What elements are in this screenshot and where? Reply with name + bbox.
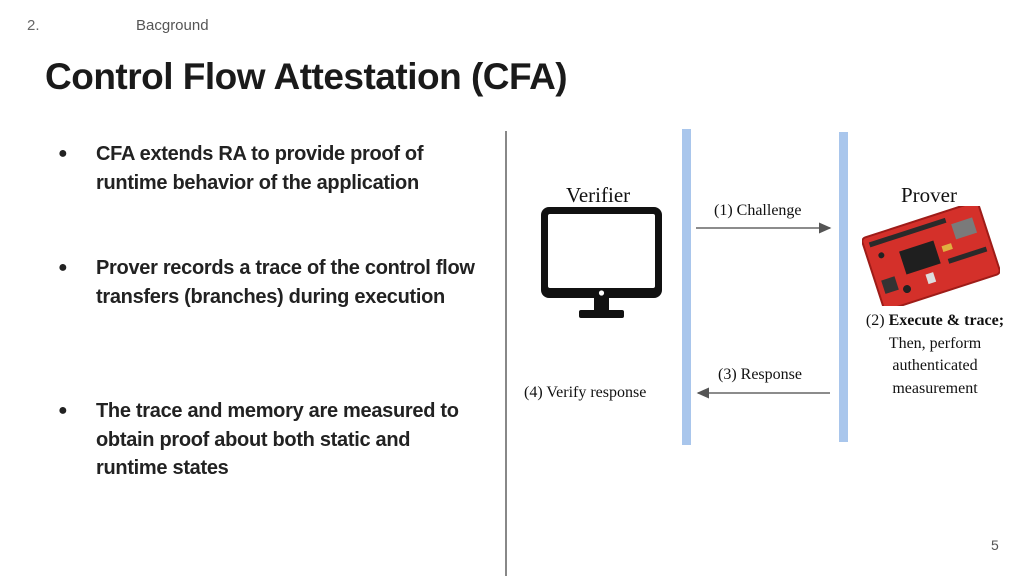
bullet-marker: ● [58, 259, 68, 276]
prover-lifeline [839, 132, 848, 442]
section-number: 2. [27, 17, 40, 34]
response-label: (3) Response [718, 366, 802, 383]
prover-label: Prover [901, 183, 957, 207]
bullet-item: ● CFA extends RA to provide proof of run… [58, 140, 478, 197]
execute-trace-rest: Then, perform authenticated measurement [888, 334, 982, 397]
bullet-item: ● The trace and memory are measured to o… [58, 397, 478, 483]
page-number: 5 [991, 537, 999, 553]
desktop-monitor-icon [541, 207, 662, 318]
slide-title: Control Flow Attestation (CFA) [45, 56, 568, 97]
bullet-item: ● Prover records a trace of the control … [58, 254, 478, 311]
execute-trace-bold: Execute & trace; [888, 312, 1005, 329]
bullet-text: CFA extends RA to provide proof of runti… [96, 143, 424, 194]
verifier-lifeline [682, 129, 691, 445]
bullet-marker: ● [58, 145, 68, 162]
verifier-label: Verifier [566, 183, 631, 207]
bullet-marker: ● [58, 402, 68, 419]
verify-response-label: (4) Verify response [524, 384, 647, 401]
bullet-text: The trace and memory are measured to obt… [96, 400, 459, 479]
section-title: Bacground [136, 17, 209, 34]
execute-trace-prefix: (2) [865, 312, 889, 329]
challenge-label: (1) Challenge [714, 202, 802, 219]
vertical-divider [505, 131, 507, 576]
bullet-text: Prover records a trace of the control fl… [96, 257, 475, 308]
execute-trace-label: (2) Execute & trace; Then, perform authe… [850, 310, 1020, 400]
circuit-board-image [862, 206, 1000, 306]
